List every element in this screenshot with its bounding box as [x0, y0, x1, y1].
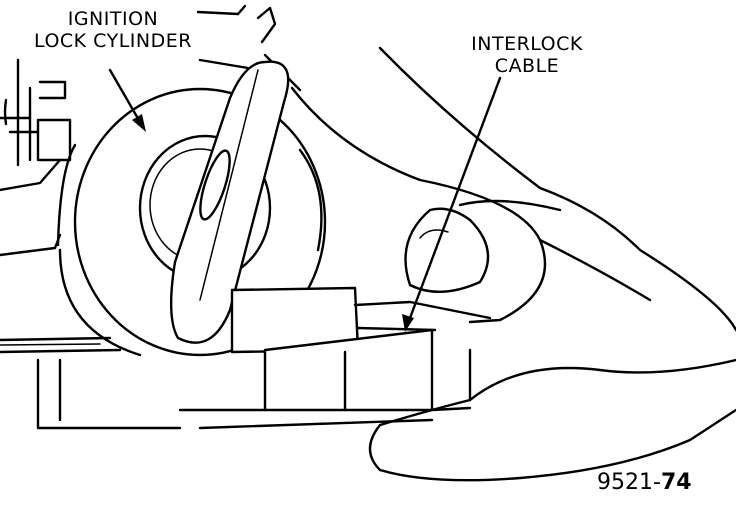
ignition-lock-cylinder-label: IGNITION LOCK CYLINDER	[28, 8, 198, 52]
leader-lines	[108, 68, 502, 332]
figure-number-suffix: 74	[660, 470, 692, 495]
steering-column-housing	[0, 58, 250, 430]
interlock-housing	[178, 286, 492, 430]
figure-number: 9521-74	[597, 470, 692, 495]
figure-number-prefix: 9521-	[597, 470, 661, 495]
ignition-key	[169, 60, 290, 344]
interlock-label-line-2: CABLE	[494, 55, 560, 77]
column-bracket	[0, 58, 72, 167]
ignition-label-line-2: LOCK CYLINDER	[34, 30, 192, 52]
hand	[290, 46, 736, 482]
interlock-label-line-1: INTERLOCK	[471, 33, 583, 55]
ignition-label-line-1: IGNITION	[67, 8, 159, 30]
interlock-cable-label: INTERLOCK CABLE	[462, 33, 592, 77]
